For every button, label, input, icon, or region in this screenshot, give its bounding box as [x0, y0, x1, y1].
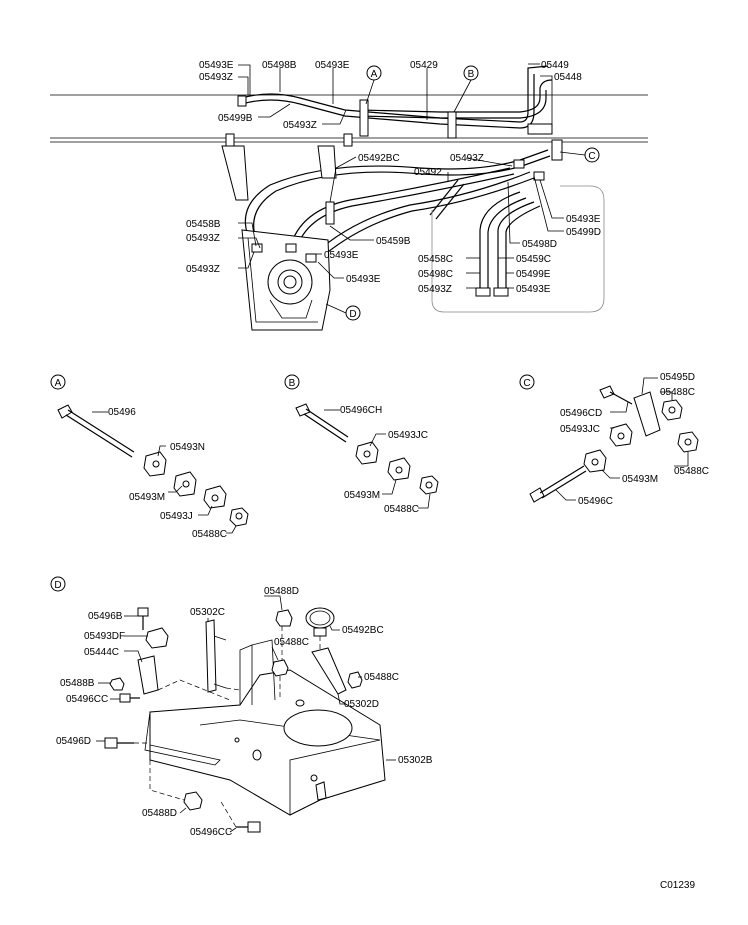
section-c-label-05493jc: 05493JC	[560, 424, 600, 435]
label-05459b: 05459B	[376, 236, 411, 247]
section-d-label-05496cc-bottom: 05496CC	[190, 827, 232, 838]
label-05493e-top: 05493E	[199, 60, 234, 71]
section-b-label-05488c: 05488C	[384, 504, 419, 515]
section-c-label-05488c-right: 05488C	[674, 466, 709, 477]
section-c-label-05493m: 05493M	[622, 474, 658, 485]
label-05499e: 05499E	[516, 269, 551, 280]
label-05493e-pump2: 05493E	[346, 274, 381, 285]
detail-section-d: D	[50, 576, 433, 838]
section-a-label-05493n: 05493N	[170, 442, 205, 453]
label-05493z-right: 05493Z	[450, 153, 484, 164]
label-05493z-upper: 05493Z	[283, 120, 317, 131]
label-05499d: 05499D	[566, 227, 601, 238]
section-b-label-05493jc: 05493JC	[388, 430, 428, 441]
label-05429: 05429	[410, 60, 438, 71]
section-c-marker: C	[523, 378, 530, 389]
section-b-marker: B	[289, 378, 296, 389]
section-a-marker: A	[55, 378, 62, 389]
label-05492: 05492	[414, 167, 442, 178]
section-d-label-05444c: 05444C	[84, 647, 119, 658]
section-d-label-05496b: 05496B	[88, 611, 123, 622]
label-05493e-bottom: 05493E	[516, 284, 551, 295]
callout-d: D	[349, 309, 356, 320]
label-05498c: 05498C	[418, 269, 453, 280]
section-d-label-05302b: 05302B	[398, 755, 433, 766]
callout-b: B	[468, 69, 475, 80]
section-d-label-05496d: 05496D	[56, 736, 91, 747]
section-a-label-05493j: 05493J	[160, 511, 193, 522]
callout-c: C	[588, 151, 595, 162]
label-05493z-left1: 05493Z	[186, 233, 220, 244]
label-05449: 05449	[541, 60, 569, 71]
section-a-label-05493m: 05493M	[129, 492, 165, 503]
label-05448: 05448	[554, 72, 582, 83]
section-d-label-05488d-bottom: 05488D	[142, 808, 177, 819]
section-b-label-05496ch: 05496CH	[340, 405, 382, 416]
label-05499b: 05499B	[218, 113, 253, 124]
detail-section-c: C 05495D 05488C 05496CD 05493JC 05488C 0…	[519, 372, 709, 507]
label-05493z-left2: 05493Z	[186, 264, 220, 275]
section-d-label-05488b: 05488B	[60, 678, 95, 689]
label-05493z-top: 05493Z	[199, 72, 233, 83]
section-a-label-05496: 05496	[108, 407, 136, 418]
label-05458b: 05458B	[186, 219, 221, 230]
label-05493e-pump1: 05493E	[324, 250, 359, 261]
section-d-label-05492bc: 05492BC	[342, 625, 384, 636]
label-05498d: 05498D	[522, 239, 557, 250]
label-05492bc: 05492BC	[358, 153, 400, 164]
section-d-marker: D	[54, 580, 61, 591]
section-d-label-05496cc-left: 05496CC	[66, 694, 108, 705]
section-c-label-05496c: 05496C	[578, 496, 613, 507]
label-05493z-bottom: 05493Z	[418, 284, 452, 295]
section-d-label-05302d: 05302D	[344, 699, 379, 710]
main-assembly: A B C D	[50, 60, 648, 331]
label-05493e-mid: 05493E	[315, 60, 350, 71]
label-05493e-right: 05493E	[566, 214, 601, 225]
section-d-label-05488c-right: 05488C	[364, 672, 399, 683]
section-d-label-05302c: 05302C	[190, 607, 225, 618]
label-05498b: 05498B	[262, 60, 297, 71]
detail-section-b: B 05496CH 05493JC 05493M 05488C	[284, 374, 439, 515]
section-d-label-05488d-top: 05488D	[264, 586, 299, 597]
section-c-label-05488c-top: 05488C	[660, 387, 695, 398]
section-c-label-05496cd: 05496CD	[560, 408, 602, 419]
diagram-code: C01239	[660, 880, 695, 891]
callout-a: A	[371, 69, 378, 80]
label-05458c: 05458C	[418, 254, 453, 265]
detail-section-a: A 05496 05493N 05493M 05493J 05488C	[50, 374, 249, 540]
section-a-label-05488c: 05488C	[192, 529, 227, 540]
section-c-label-05495d: 05495D	[660, 372, 695, 383]
label-05459c: 05459C	[516, 254, 551, 265]
section-d-label-05493df: 05493DF	[84, 631, 125, 642]
section-d-label-05488c-mid: 05488C	[274, 637, 309, 648]
section-b-label-05493m: 05493M	[344, 490, 380, 501]
